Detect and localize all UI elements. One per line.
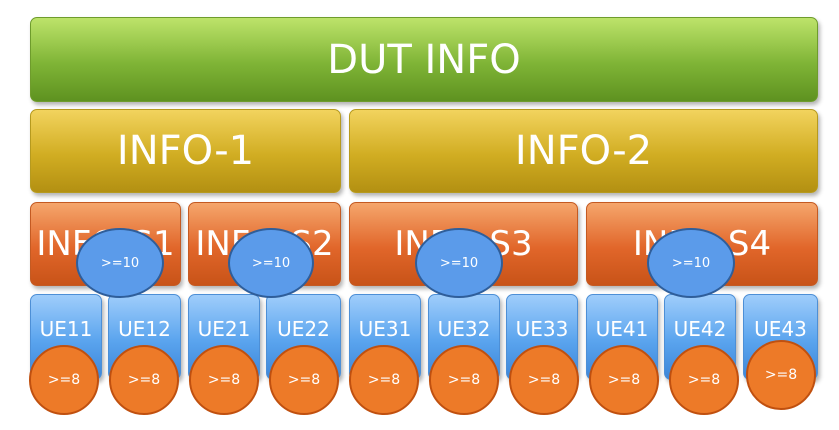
ue32-label: UE32	[437, 317, 491, 341]
dut-info-block: DUT INFO	[30, 17, 818, 102]
ue11-badge: >=8	[29, 345, 99, 415]
ue42-badge: >=8	[669, 345, 739, 415]
ue21-badge: >=8	[189, 345, 259, 415]
info-s2-badge: >=10	[228, 228, 314, 298]
ue43-badge: >=8	[746, 340, 816, 410]
info-s4-badge: >=10	[647, 228, 735, 298]
ue22-label: UE22	[277, 317, 330, 341]
info-1-label: INFO-1	[116, 128, 255, 174]
ue33-label: UE33	[515, 317, 569, 341]
ue22-badge: >=8	[269, 345, 339, 415]
dut-info-label: DUT INFO	[327, 36, 521, 83]
ue33-badge: >=8	[509, 345, 579, 415]
info-1-block: INFO-1	[30, 109, 341, 193]
ue32-badge: >=8	[429, 345, 499, 415]
ue41-label: UE41	[595, 317, 649, 341]
info-2-block: INFO-2	[349, 109, 818, 193]
ue41-badge: >=8	[589, 345, 659, 415]
ue43-label: UE43	[754, 317, 807, 341]
ue12-label: UE12	[118, 317, 171, 341]
ue31-badge: >=8	[349, 345, 419, 415]
ue21-label: UE21	[197, 317, 251, 341]
info-s3-badge: >=10	[415, 228, 503, 298]
ue42-label: UE42	[673, 317, 727, 341]
info-2-label: INFO-2	[514, 128, 653, 174]
ue12-badge: >=8	[109, 345, 179, 415]
ue11-label: UE11	[39, 317, 93, 341]
info-s1-badge: >=10	[76, 228, 164, 298]
ue31-label: UE31	[358, 317, 412, 341]
